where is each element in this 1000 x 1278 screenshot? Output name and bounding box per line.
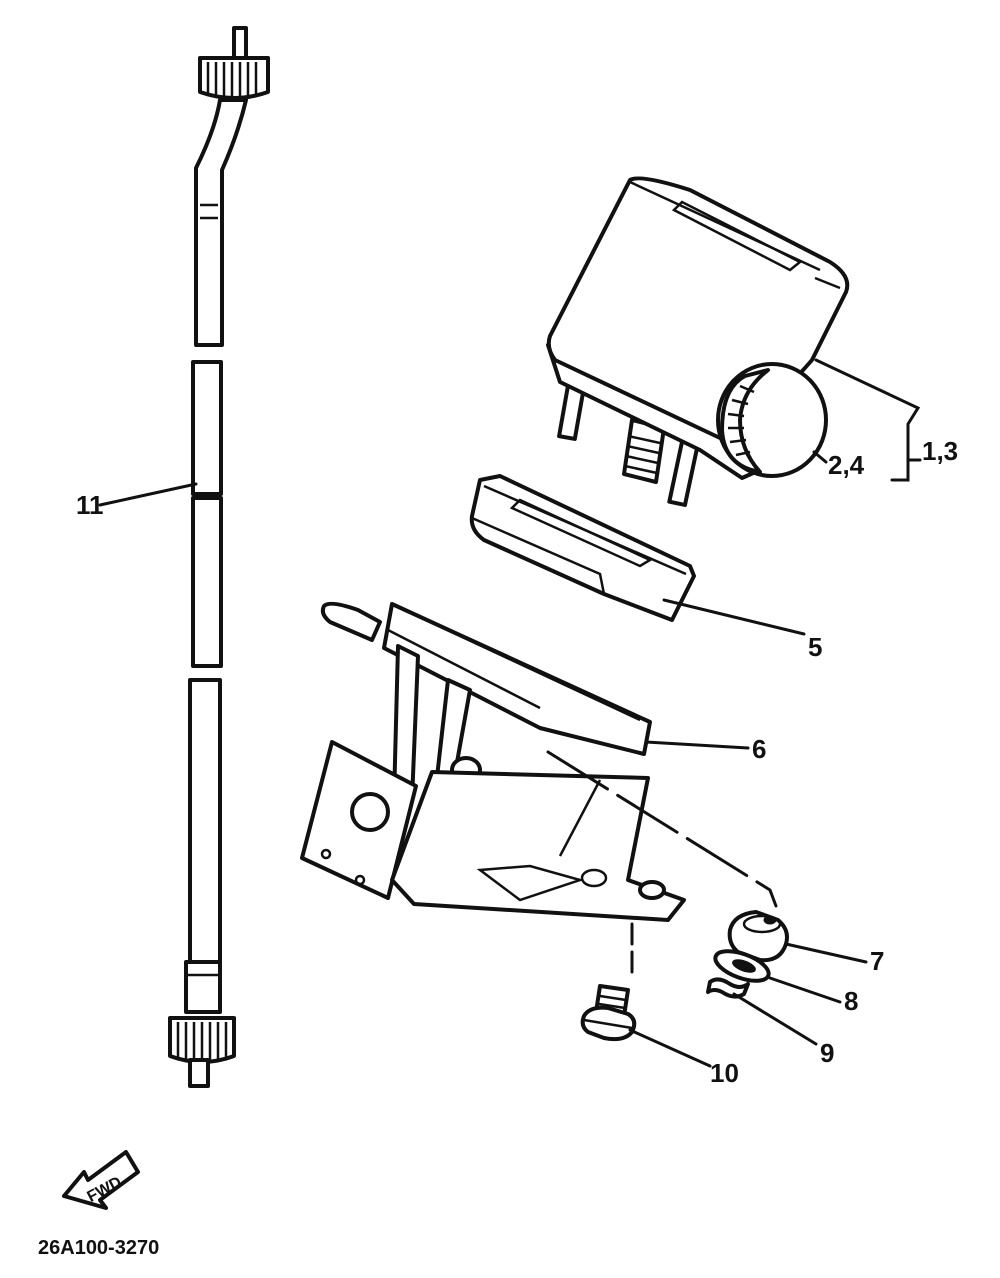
label-knob: 2,4 [828,450,865,480]
label-clip: 9 [820,1038,834,1068]
leader-lines [98,358,922,1068]
label-washer: 8 [844,986,858,1016]
label-bolt: 10 [710,1058,739,1088]
washer [713,949,771,983]
meter-cover [469,474,696,622]
label-speedometer-assy: 1,3 [922,436,958,466]
bolt [580,984,637,1042]
label-cover: 5 [808,632,822,662]
label-bracket: 6 [752,734,766,764]
callout-labels: 11 2,4 1,3 5 6 7 8 9 10 [76,436,958,1088]
label-cable: 11 [76,490,104,520]
speedometer-cable [168,26,270,1088]
clip [706,977,750,999]
assembly-guide-lines [546,750,778,978]
meter-bracket [300,601,686,922]
label-damper: 7 [870,946,884,976]
diagram-code: 26A100-3270 [38,1237,159,1259]
speedometer-assembly [546,176,850,507]
fwd-arrow-icon: FWD [62,1150,140,1210]
